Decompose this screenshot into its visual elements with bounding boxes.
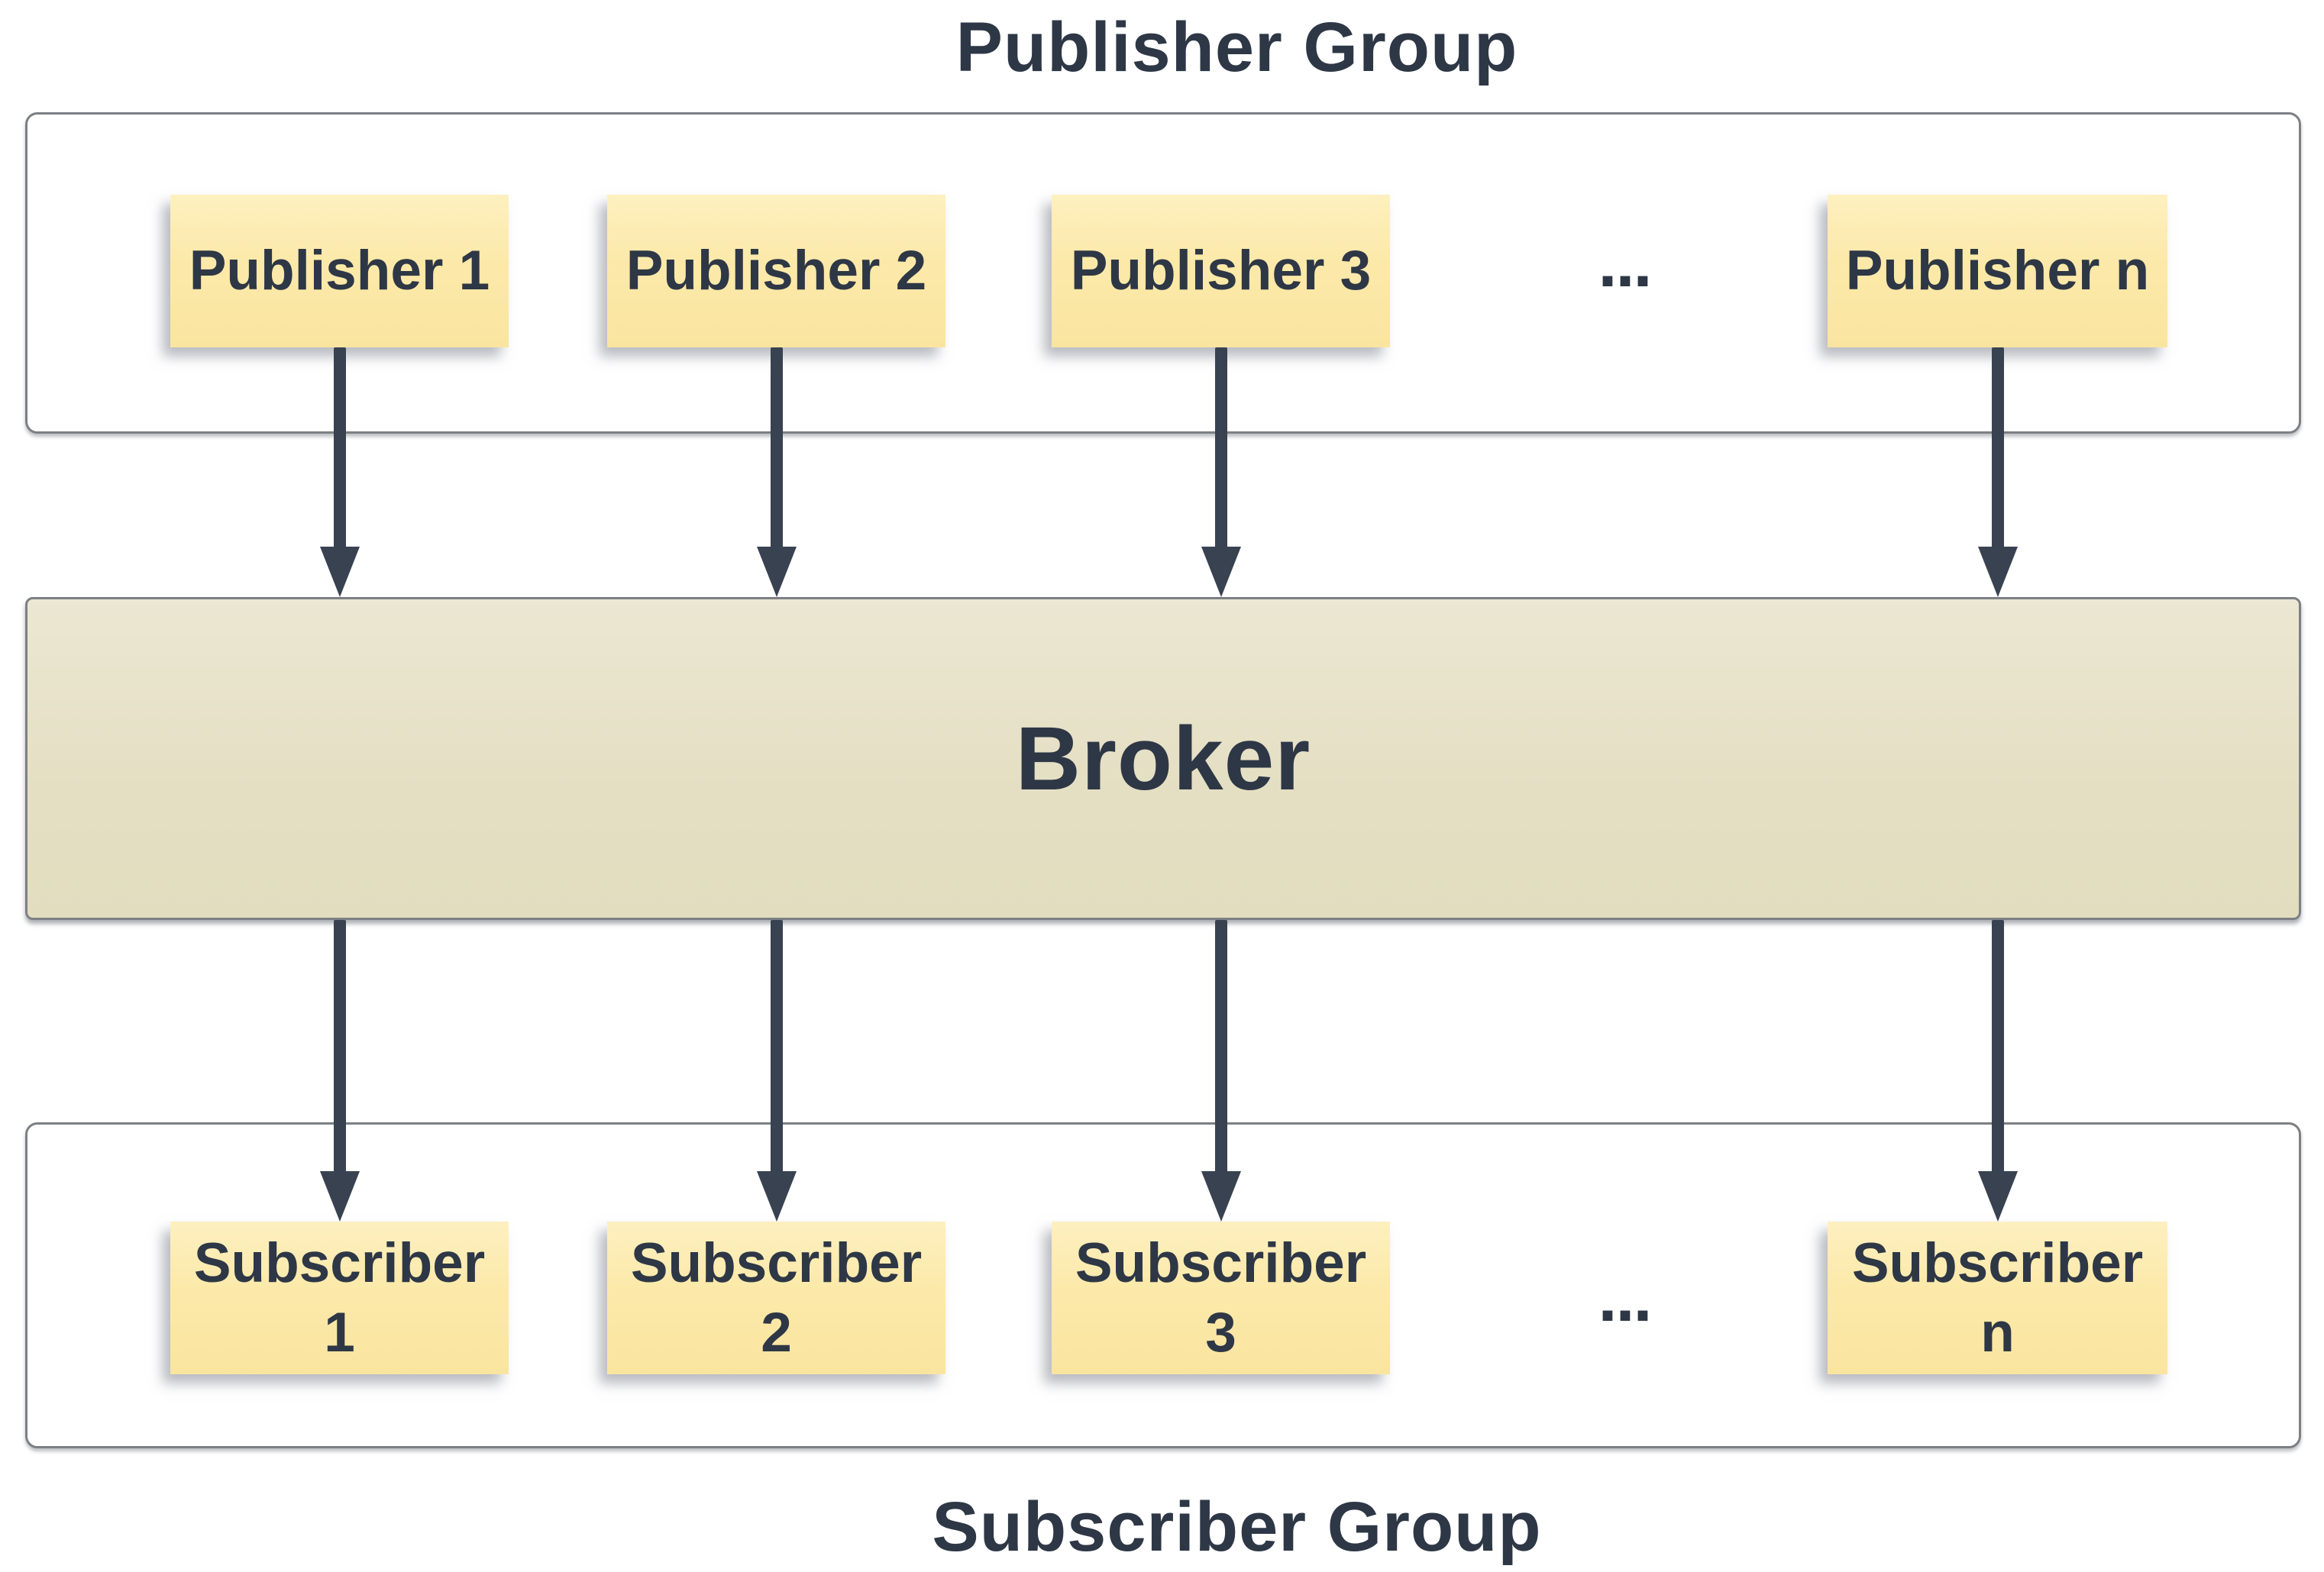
subscriber-2-label: Subscriber 2 (631, 1228, 922, 1368)
publisher-row-ellipsis: ... (1598, 225, 1652, 302)
publisher-3-label: Publisher 3 (1070, 240, 1372, 302)
publisher-2-label: Publisher 2 (625, 240, 927, 302)
subscriber-group-title: Subscriber Group (932, 1488, 1542, 1566)
subscriber-n-label: Subscriber n (1852, 1228, 2143, 1368)
subscriber-n-node: Subscriber n (1828, 1222, 2167, 1374)
arrow-head-down-icon (320, 1171, 360, 1222)
arrow-stem (1215, 920, 1227, 1176)
subscriber-2-node: Subscriber 2 (607, 1222, 945, 1374)
publisher-group-title: Publisher Group (955, 8, 1518, 86)
publisher-1-node: Publisher 1 (170, 195, 509, 347)
subscriber-2-word: Subscriber (630, 1231, 923, 1294)
arrow-head-down-icon (757, 1171, 797, 1222)
arrow-stem (334, 920, 346, 1176)
publisher-3-node: Publisher 3 (1052, 195, 1390, 347)
subscriber-1-index: 1 (324, 1302, 355, 1364)
subscriber-3-label: Subscriber 3 (1075, 1228, 1366, 1368)
arrow-head-down-icon (1201, 1171, 1241, 1222)
publisher-1-label: Publisher 1 (189, 240, 490, 302)
arrow-head-down-icon (320, 547, 360, 597)
subscriber-n-index: n (1980, 1302, 2015, 1364)
subscriber-1-label: Subscriber 1 (194, 1228, 485, 1368)
subscriber-3-word: Subscriber (1075, 1231, 1367, 1294)
arrow-stem (771, 347, 783, 551)
broker-node: Broker (25, 597, 2301, 920)
subscriber-2-index: 2 (761, 1302, 792, 1364)
arrow-head-down-icon (1201, 547, 1241, 597)
arrow-stem (334, 347, 346, 551)
arrow-head-down-icon (1978, 1171, 2018, 1222)
arrow-head-down-icon (757, 547, 797, 597)
arrow-stem (1215, 347, 1227, 551)
subscriber-row-ellipsis: ... (1598, 1260, 1652, 1336)
subscriber-1-node: Subscriber 1 (170, 1222, 509, 1374)
subscriber-n-word: Subscriber (1851, 1231, 2144, 1294)
arrow-stem (771, 920, 783, 1176)
publisher-n-label: Publisher n (1845, 240, 2150, 302)
publisher-n-node: Publisher n (1828, 195, 2167, 347)
subscriber-3-node: Subscriber 3 (1052, 1222, 1390, 1374)
broker-label: Broker (1015, 708, 1311, 809)
arrow-stem (1992, 347, 2004, 551)
subscriber-1-word: Subscriber (193, 1231, 486, 1294)
publisher-2-node: Publisher 2 (607, 195, 945, 347)
subscriber-3-index: 3 (1205, 1302, 1236, 1364)
arrow-head-down-icon (1978, 547, 2018, 597)
arrow-stem (1992, 920, 2004, 1176)
